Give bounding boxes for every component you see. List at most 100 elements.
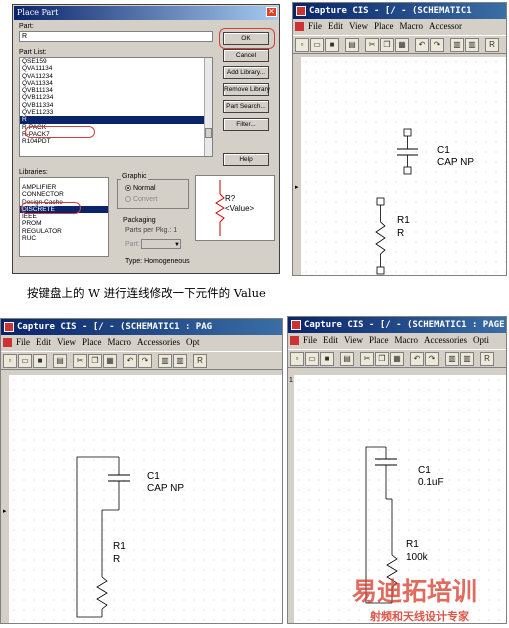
part-list-item[interactable]: QVB11234: [20, 94, 212, 101]
libraries-list[interactable]: AMPLIFIERCONNECTORDesign CacheDISCRETEIE…: [19, 177, 109, 257]
menu-item-place[interactable]: Place: [374, 21, 394, 31]
part-list-item[interactable]: QVB11134: [20, 87, 212, 94]
library-list-item[interactable]: AMPLIFIER: [20, 184, 108, 191]
res-value: 100k: [406, 552, 428, 563]
open-icon[interactable]: ▭: [310, 38, 324, 52]
page-icon[interactable]: ▥: [460, 352, 474, 366]
menu-item-place[interactable]: Place: [369, 335, 389, 345]
cancel-button[interactable]: Cancel: [223, 49, 269, 62]
menu-item-accessor[interactable]: Accessor: [429, 21, 462, 31]
paste-icon[interactable]: ▦: [103, 354, 117, 368]
cut-icon[interactable]: ✂: [365, 38, 379, 52]
filter-button[interactable]: Filter...: [223, 118, 269, 131]
page-icon[interactable]: ▥: [173, 354, 187, 368]
new-icon[interactable]: ▫: [290, 352, 304, 366]
part-icon[interactable]: R: [193, 354, 207, 368]
undo-icon[interactable]: ↶: [410, 352, 424, 366]
part-list-item[interactable]: QVA11134: [20, 65, 212, 72]
part-list-item[interactable]: QVA11334: [20, 80, 212, 87]
add-library-button[interactable]: Add Library...: [223, 66, 269, 79]
highlight-oval-ok: [219, 28, 275, 49]
menu-item-view[interactable]: View: [57, 337, 76, 347]
toolbar: ▫▭■ ▤ ✂❐▦ ↶↷ ▥▥ R: [1, 351, 282, 370]
save-icon[interactable]: ■: [320, 352, 334, 366]
redo-icon[interactable]: ↷: [138, 354, 152, 368]
remove-library-button[interactable]: Remove Library: [223, 83, 269, 96]
menu-item-accessories[interactable]: Accessories: [137, 337, 180, 347]
cut-icon[interactable]: ✂: [360, 352, 374, 366]
toolbar-separator: [360, 38, 364, 52]
print-icon[interactable]: ▤: [53, 354, 67, 368]
menu-item-macro[interactable]: Macro: [394, 335, 418, 345]
part-icon[interactable]: R: [480, 352, 494, 366]
radio-convert[interactable]: Convert: [125, 196, 157, 203]
part-list[interactable]: QSE159QVA11134QVA11234QVA11334QVB11134QV…: [19, 57, 213, 157]
menu-item-macro[interactable]: Macro: [107, 337, 131, 347]
paste-icon[interactable]: ▦: [390, 352, 404, 366]
open-icon[interactable]: ▭: [305, 352, 319, 366]
library-list-item[interactable]: CONNECTOR: [20, 191, 108, 198]
library-list-item[interactable]: REGULATOR: [20, 228, 108, 235]
page-icon[interactable]: ▥: [158, 354, 172, 368]
paste-icon[interactable]: ▦: [395, 38, 409, 52]
schematic-canvas[interactable]: [301, 57, 506, 275]
window-title: Capture CIS - [/ - (SCHEMATIC1 : PAG: [1, 319, 282, 335]
part-list-item[interactable]: R: [20, 116, 212, 123]
menu-item-opt[interactable]: Opt: [186, 337, 200, 347]
part-search-button[interactable]: Part Search...: [223, 100, 269, 113]
part-icon[interactable]: R: [485, 38, 499, 52]
menu-item-file[interactable]: File: [303, 335, 317, 345]
toolbar-separator: [355, 352, 359, 366]
new-icon[interactable]: ▫: [3, 354, 17, 368]
radio-normal[interactable]: Normal: [125, 185, 156, 192]
page-icon[interactable]: ▥: [450, 38, 464, 52]
print-icon[interactable]: ▤: [345, 38, 359, 52]
redo-icon[interactable]: ↷: [430, 38, 444, 52]
menu-item-edit[interactable]: Edit: [323, 335, 338, 345]
menu-item-view[interactable]: View: [349, 21, 368, 31]
copy-icon[interactable]: ❐: [380, 38, 394, 52]
new-icon[interactable]: ▫: [295, 38, 309, 52]
schematic-canvas[interactable]: [9, 375, 282, 623]
print-icon[interactable]: ▤: [340, 352, 354, 366]
close-icon[interactable]: ✕: [266, 7, 277, 17]
part-select[interactable]: ▼: [141, 239, 181, 249]
library-list-item[interactable]: IEEE: [20, 213, 108, 220]
toolbar-separator: [405, 352, 409, 366]
menu-item-accessories[interactable]: Accessories: [424, 335, 467, 345]
menu-item-edit[interactable]: Edit: [36, 337, 51, 347]
part-list-item[interactable]: R104PDT: [20, 138, 212, 145]
highlight-oval-library: [21, 202, 81, 214]
page-icon[interactable]: ▥: [445, 352, 459, 366]
part-list-item[interactable]: QVB11334: [20, 102, 212, 109]
menu-item-place[interactable]: Place: [82, 337, 102, 347]
part-list-item[interactable]: QSE159: [20, 58, 212, 65]
document-icon: [295, 22, 304, 31]
menu-item-file[interactable]: File: [308, 21, 322, 31]
open-icon[interactable]: ▭: [18, 354, 32, 368]
undo-icon[interactable]: ↶: [123, 354, 137, 368]
save-icon[interactable]: ■: [33, 354, 47, 368]
page-icon[interactable]: ▥: [465, 38, 479, 52]
part-list-scrollbar[interactable]: [204, 58, 212, 156]
copy-icon[interactable]: ❐: [88, 354, 102, 368]
copy-icon[interactable]: ❐: [375, 352, 389, 366]
page-marker-icon: ▸: [3, 507, 7, 515]
part-list-item[interactable]: QVA11234: [20, 73, 212, 80]
part-list-item[interactable]: QVE11233: [20, 109, 212, 116]
help-button[interactable]: Help: [223, 153, 269, 166]
part-input[interactable]: R: [19, 31, 213, 42]
cut-icon[interactable]: ✂: [73, 354, 87, 368]
menu-item-file[interactable]: File: [16, 337, 30, 347]
app-icon: [4, 322, 14, 332]
save-icon[interactable]: ■: [325, 38, 339, 52]
menu-item-macro[interactable]: Macro: [399, 21, 423, 31]
library-list-item[interactable]: PROM: [20, 220, 108, 227]
library-list-item[interactable]: RUC: [20, 235, 108, 242]
redo-icon[interactable]: ↷: [425, 352, 439, 366]
menu-item-opti[interactable]: Opti: [473, 335, 489, 345]
undo-icon[interactable]: ↶: [415, 38, 429, 52]
menu-item-edit[interactable]: Edit: [328, 21, 343, 31]
document-icon: [290, 336, 299, 345]
menu-item-view[interactable]: View: [344, 335, 363, 345]
